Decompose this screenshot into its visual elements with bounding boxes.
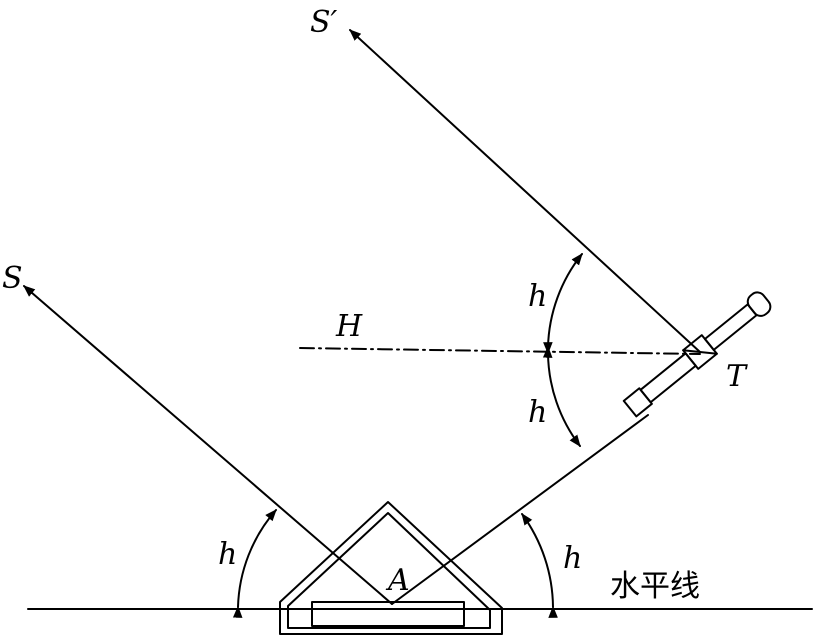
angle-arc-right (521, 513, 558, 618)
label-h-right: h (563, 541, 582, 576)
label-horizontal-line: 水平线 (610, 569, 700, 604)
direct-ray-s-prime (349, 29, 701, 353)
incident-ray-s (23, 285, 393, 605)
roof-inner (287, 512, 491, 629)
angle-arc-lower (543, 342, 581, 447)
angle-arc-upper (542, 253, 583, 358)
label-h-horizon: H (335, 309, 363, 344)
label-h-lower: h (528, 395, 547, 430)
label-h-left: h (218, 537, 237, 572)
horizon-line-h (299, 347, 701, 355)
label-h-upper: h (528, 279, 547, 314)
mercury-trough (311, 601, 465, 627)
roof-outer (279, 501, 503, 635)
label-s-prime: S′ (310, 5, 338, 40)
telescope (622, 291, 772, 418)
label-t: T (726, 359, 748, 394)
label-s: S (2, 261, 23, 296)
angle-arc-left (232, 509, 277, 618)
artificial-horizon (279, 501, 503, 635)
label-a: A (385, 563, 410, 598)
reflected-ray-to-telescope (391, 414, 649, 605)
